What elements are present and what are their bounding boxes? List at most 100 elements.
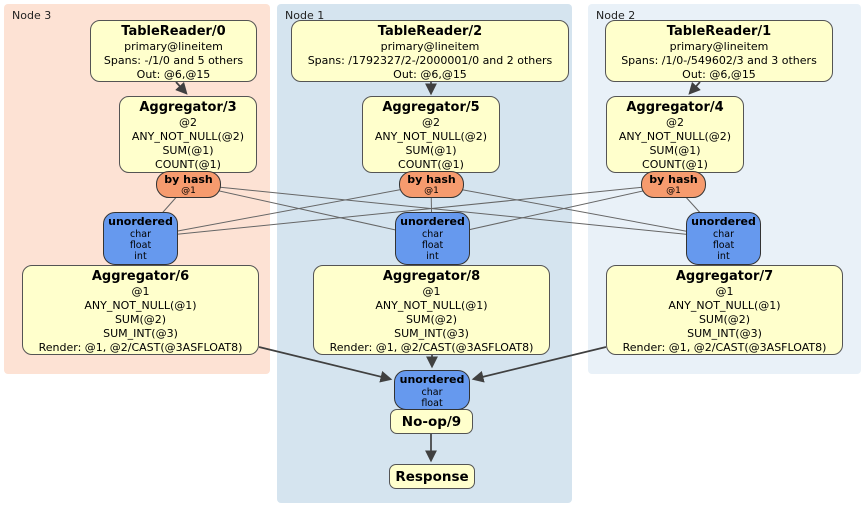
detail-line: SUM(@2) <box>114 313 167 326</box>
detail-line: @2 <box>179 116 197 129</box>
router-details: @1 <box>642 186 705 196</box>
detail-line: ANY_NOT_NULL(@1) <box>668 299 781 312</box>
detail-line: Render: @1, @2/CAST(@3ASFLOAT8) <box>38 341 243 354</box>
detail-line: char <box>130 229 151 240</box>
router-title: by hash <box>164 173 213 186</box>
response-title: Response <box>395 468 469 485</box>
detail-line: float <box>129 240 152 251</box>
detail-line: SUM(@2) <box>405 313 458 326</box>
detail-line: SUM(@2) <box>698 313 751 326</box>
edge-hash1-sync2 <box>430 183 724 239</box>
router-title: by hash <box>649 173 698 186</box>
detail-line: ANY_NOT_NULL(@2) <box>131 130 245 143</box>
detail-line: Spans: /1792327/2-/2000001/0 and 2 other… <box>307 54 553 67</box>
detail-line: Out: @6,@15 <box>136 68 211 81</box>
flow-edges <box>175 81 701 463</box>
sync-title: unordered <box>400 215 465 228</box>
node-label-1: Node 1 <box>285 9 325 22</box>
node-label-2: Node 2 <box>596 9 636 22</box>
detail-line: COUNT(@1) <box>398 158 464 171</box>
detail-line: primary@lineitem <box>669 40 769 53</box>
sync-title: unordered <box>691 215 756 228</box>
detail-line: char <box>421 387 443 398</box>
detail-line: Render: @1, @2/CAST(@3ASFLOAT8) <box>622 341 827 354</box>
processor-title: Aggregator/7 <box>675 269 774 284</box>
detail-line: primary@lineitem <box>380 40 480 53</box>
router-by-hash-node2: by hash @1 <box>641 171 706 198</box>
router-by-hash-node3: by hash @1 <box>156 171 221 198</box>
sync-title: unordered <box>399 373 465 386</box>
edge-hash2-sync1 <box>431 183 675 239</box>
edge-hash1-sync3 <box>139 183 432 239</box>
processor-title: TableReader/2 <box>377 24 483 39</box>
detail-line: ANY_NOT_NULL(@1) <box>375 299 488 312</box>
detail-line: Render: @1, @2/CAST(@3ASFLOAT8) <box>329 341 534 354</box>
detail-line: ANY_NOT_NULL(@2) <box>374 130 488 143</box>
detail-line: @2 <box>666 116 684 129</box>
router-details: @1 <box>400 186 463 196</box>
detail-line: SUM(@1) <box>405 144 457 157</box>
detail-line: SUM(@1) <box>649 144 701 157</box>
detail-line: @1 <box>666 186 681 196</box>
edge-tr1-agg4 <box>688 81 701 95</box>
detail-line: int <box>717 251 730 262</box>
sync-title: unordered <box>108 215 173 228</box>
detail-line: @1 <box>131 285 150 298</box>
detail-line: float <box>421 398 443 409</box>
detail-line: COUNT(@1) <box>642 158 708 171</box>
response-box: Response <box>389 464 475 489</box>
processor-title: Aggregator/4 <box>626 100 724 115</box>
detail-line: @1 <box>424 186 439 196</box>
router-details: @1 <box>157 186 220 196</box>
detail-line: char <box>713 229 734 240</box>
detail-line: Out: @6,@15 <box>682 68 756 81</box>
edge-hash3-sync2 <box>187 183 724 239</box>
processor-noop-9: No-op/9 <box>390 409 473 434</box>
detail-line: int <box>134 251 147 262</box>
edge-agg6-syncfinal <box>258 346 393 383</box>
detail-line: Spans: -/1/0 and 5 others <box>103 54 244 67</box>
detail-line: primary@lineitem <box>124 40 223 53</box>
edge-tr0-agg3 <box>175 81 188 95</box>
edge-hash3-sync1 <box>187 183 433 239</box>
detail-line: COUNT(@1) <box>155 158 221 171</box>
detail-line: SUM_INT(@3) <box>687 327 762 340</box>
detail-line: Spans: /1/0-/549602/3 and 3 others <box>621 54 817 67</box>
router-title: by hash <box>407 173 456 186</box>
processor-title: Aggregator/8 <box>382 269 481 284</box>
detail-line: SUM_INT(@3) <box>394 327 469 340</box>
edge-hash2-sync3 <box>139 183 675 239</box>
node-label-3: Node 3 <box>12 9 52 22</box>
detail-line: @1 <box>422 285 441 298</box>
detail-line: @1 <box>181 186 196 196</box>
detail-line: SUM_INT(@3) <box>103 327 178 340</box>
processor-title: No-op/9 <box>401 413 462 430</box>
router-by-hash-node1: by hash @1 <box>399 171 464 198</box>
detail-line: float <box>421 240 444 251</box>
detail-line: SUM(@1) <box>162 144 214 157</box>
edge-agg7-syncfinal <box>471 346 607 383</box>
detail-line: int <box>426 251 439 262</box>
